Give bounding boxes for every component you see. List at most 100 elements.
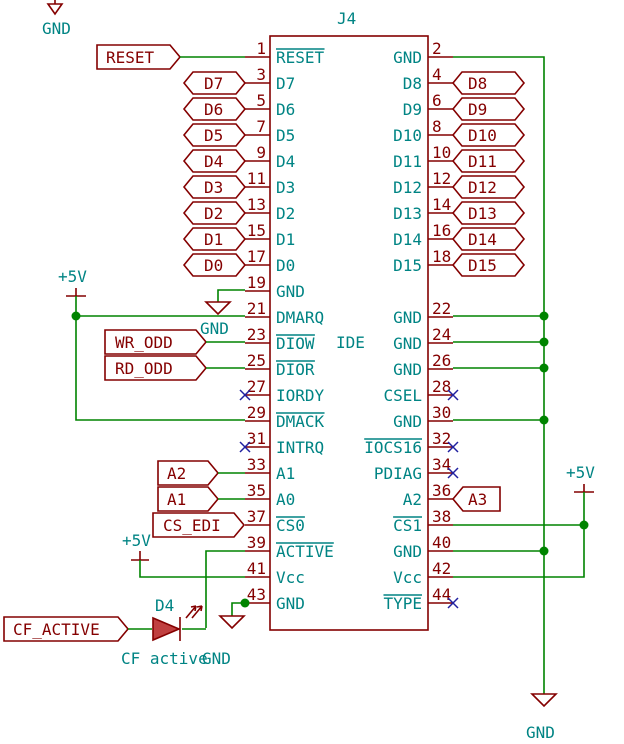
global-label-d14[interactable]: D14 xyxy=(451,227,526,251)
pin-name: CS1 xyxy=(393,516,422,535)
gnd-label-top: GND xyxy=(42,19,71,38)
pin-number: 8 xyxy=(432,117,442,136)
pin-name: A2 xyxy=(403,490,422,509)
pin-4[interactable]: 4D8 xyxy=(403,65,453,93)
pin-name: D7 xyxy=(276,74,295,93)
rd-odd-label[interactable]: RD_ODD xyxy=(104,355,208,381)
pin-number: 38 xyxy=(432,507,451,526)
component-ref: J4 xyxy=(337,9,356,28)
pin-number: 19 xyxy=(247,273,266,292)
global-label-d10[interactable]: D10 xyxy=(451,123,526,147)
cs-edi-label[interactable]: CS_EDI xyxy=(152,512,246,538)
pin-name: GND xyxy=(276,594,305,613)
global-label-d1[interactable]: D1 xyxy=(182,227,247,251)
cf-active-label[interactable]: CF_ACTIVE xyxy=(3,616,130,642)
global-label-d9[interactable]: D9 xyxy=(451,97,526,121)
pin-number: 36 xyxy=(432,481,451,500)
global-label-text: D2 xyxy=(204,204,223,223)
gnd-symbol-bottom: GND xyxy=(526,693,558,742)
a2-label[interactable]: A2 xyxy=(157,460,220,486)
no-connect-mark xyxy=(447,597,459,609)
global-label-d13[interactable]: D13 xyxy=(451,201,526,225)
global-label-text: D10 xyxy=(468,126,497,145)
pin-name: GND xyxy=(393,334,422,353)
global-label-d8[interactable]: D8 xyxy=(451,71,526,95)
pin-name: INTRQ xyxy=(276,438,324,457)
pin-number: 41 xyxy=(247,559,266,578)
pin-38[interactable]: 38 CS1 xyxy=(393,507,453,535)
pin-number: 3 xyxy=(256,65,266,84)
led-d4[interactable]: D4 CF active xyxy=(121,596,208,668)
global-label-d4[interactable]: D4 xyxy=(182,149,247,173)
gnd-symbol-pin43 xyxy=(218,615,246,630)
ide-label: IDE xyxy=(336,333,365,352)
global-label-d12[interactable]: D12 xyxy=(451,175,526,199)
global-label-d3[interactable]: D3 xyxy=(182,175,247,199)
reset-label[interactable]: RESET xyxy=(96,44,182,70)
global-label-d0[interactable]: D0 xyxy=(182,253,247,277)
pin-number: 16 xyxy=(432,221,451,240)
a3-label[interactable]: A3 xyxy=(451,486,501,512)
global-label-text: D11 xyxy=(468,152,497,171)
pin-6[interactable]: 6D9 xyxy=(403,91,453,119)
no-connect-mark xyxy=(239,389,251,401)
svg-text:RD_ODD: RD_ODD xyxy=(115,359,173,378)
pin-number: 4 xyxy=(432,65,442,84)
pin-name: RESET xyxy=(276,48,325,67)
wr-odd-label[interactable]: WR_ODD xyxy=(104,329,208,355)
svg-text:CF_ACTIVE: CF_ACTIVE xyxy=(13,620,100,639)
pin-name: IOCS16 xyxy=(364,438,422,457)
a1-label[interactable]: A1 xyxy=(157,486,220,512)
global-label-d5[interactable]: D5 xyxy=(182,123,247,147)
junction xyxy=(71,311,81,321)
pin-number: 42 xyxy=(432,559,451,578)
pin-name: DMARQ xyxy=(276,308,324,327)
global-label-d11[interactable]: D11 xyxy=(451,149,526,173)
global-label-d6[interactable]: D6 xyxy=(182,97,247,121)
global-label-d7[interactable]: D7 xyxy=(182,71,247,95)
pin-3[interactable]: 3 D7 xyxy=(245,65,295,93)
global-label-d2[interactable]: D2 xyxy=(182,201,247,225)
global-label-d15[interactable]: D15 xyxy=(451,253,526,277)
pin-36[interactable]: 36 A2 xyxy=(403,481,453,509)
